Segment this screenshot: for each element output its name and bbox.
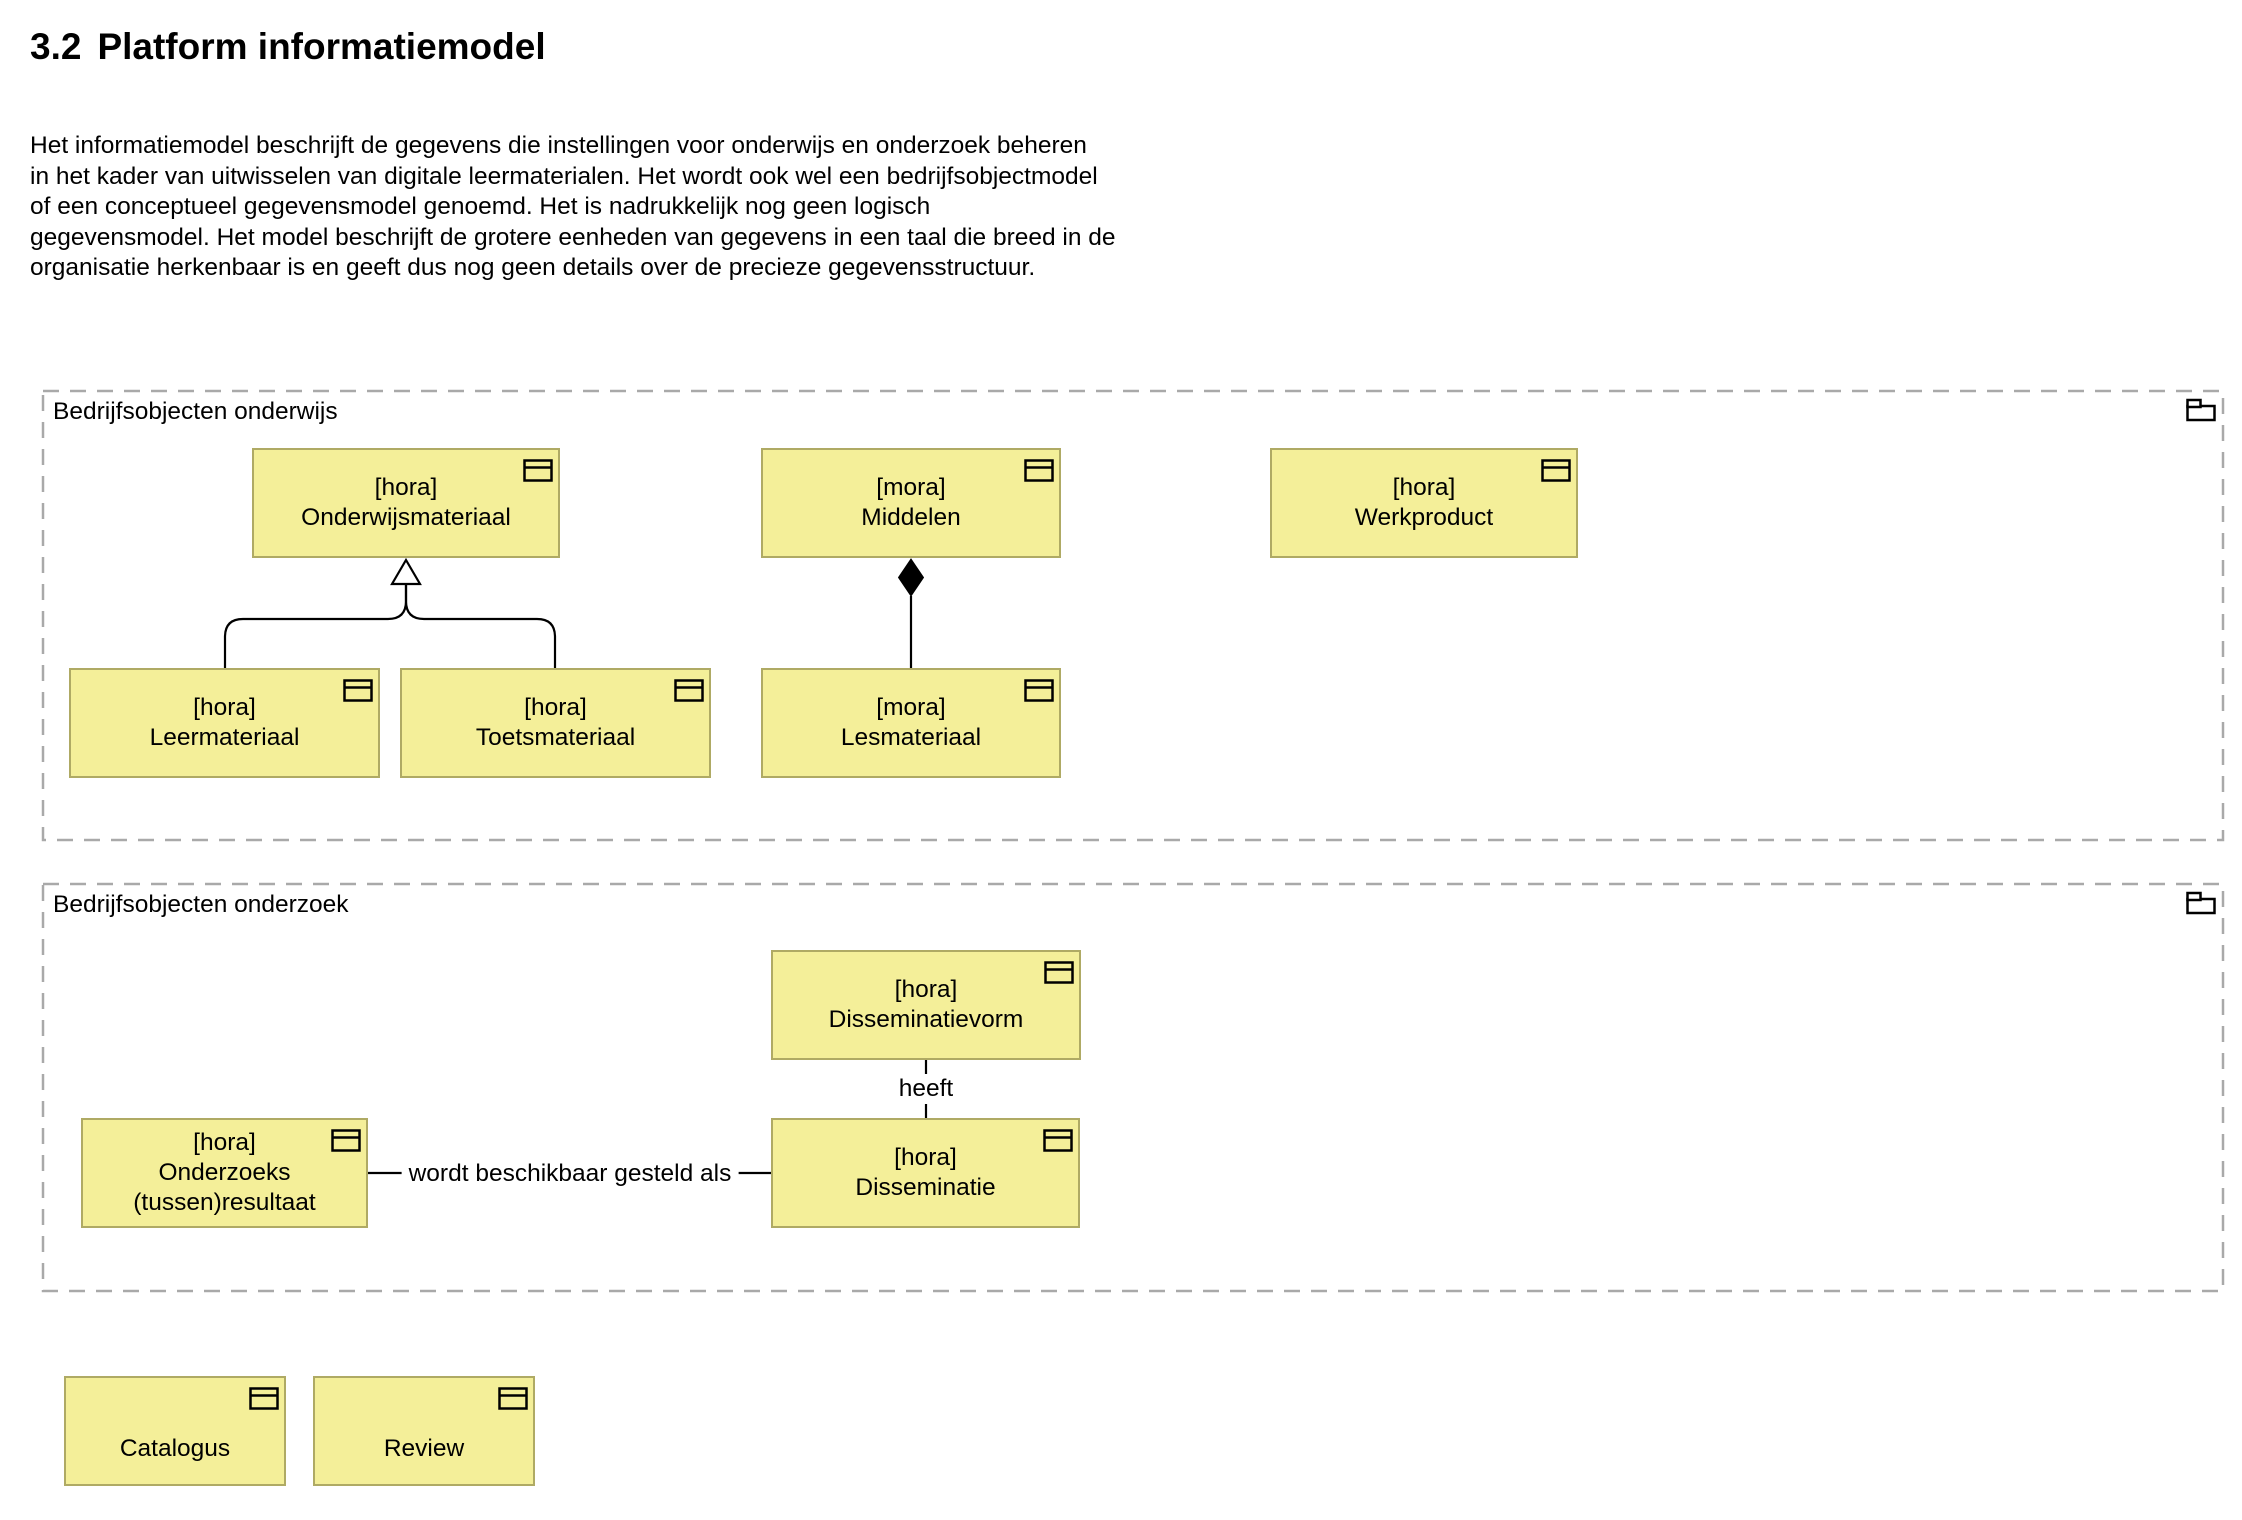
heading-text: Platform informatiemodel (97, 26, 546, 67)
paragraph-line: organisatie herkenbaar is en geeft dus n… (30, 254, 1036, 281)
business-object-icon (343, 679, 373, 702)
generalization-connector (223, 557, 557, 668)
box-name: Werkproduct (1354, 504, 1494, 531)
box-onderwijsmateriaal: [hora] Onderwijsmateriaal (252, 448, 560, 558)
group-border-onderwijs (41, 389, 2225, 842)
box-tag: [hora] (894, 1144, 957, 1171)
paragraph-line: Het informatiemodel beschrijft de gegeve… (30, 132, 1087, 159)
box-name: Onderwijsmateriaal (301, 504, 511, 531)
box-tag: [hora] (1392, 474, 1456, 501)
paragraph-line: gegevensmodel. Het model beschrijft de g… (30, 223, 1116, 251)
box-middelen: [mora] Middelen (761, 448, 1061, 558)
business-object-icon (523, 459, 553, 482)
box-lesmateriaal: [mora] Lesmateriaal (761, 668, 1061, 778)
box-name: Disseminatie (855, 1174, 996, 1201)
box-tag: [hora] (374, 474, 438, 501)
group-title-onderwijs: Bedrijfsobjecten onderwijs (53, 398, 338, 425)
box-tag: [hora] (894, 976, 958, 1003)
business-object-icon (674, 679, 704, 702)
box-label: [hora] Werkproduct (1272, 473, 1576, 533)
page-title: 3.2 Platform informatiemodel (30, 24, 546, 70)
box-name: Lesmateriaal (840, 724, 982, 751)
intro-paragraph: Het informatiemodel beschrijft de gegeve… (30, 131, 1116, 284)
generalization-triangle-icon (390, 557, 422, 586)
business-object-icon (498, 1387, 528, 1410)
composition-connector (897, 558, 925, 668)
box-name: Leermateriaal (149, 724, 300, 751)
box-catalogus: Catalogus (64, 1376, 286, 1486)
folder-icon (2186, 398, 2216, 422)
business-object-icon (1024, 459, 1054, 482)
composition-diamond-icon (897, 558, 925, 597)
box-tag: [mora] (876, 694, 946, 721)
box-name: Onderzoeks (tussen)resultaat (133, 1159, 316, 1216)
business-object-icon (1541, 459, 1571, 482)
box-name: Middelen (861, 504, 961, 531)
box-label: [hora] Toetsmateriaal (402, 693, 709, 753)
box-label: [mora] Lesmateriaal (763, 693, 1059, 753)
box-toetsmateriaal: [hora] Toetsmateriaal (400, 668, 711, 778)
folder-icon (2186, 891, 2216, 915)
box-label: Catalogus (66, 1398, 284, 1464)
business-object-icon (1043, 1129, 1073, 1152)
box-review: Review (313, 1376, 535, 1486)
box-label: [hora] Onderwijsmateriaal (254, 473, 558, 533)
box-label: [hora] Leermateriaal (71, 693, 378, 753)
heading-number: 3.2 (30, 26, 82, 67)
business-object-icon (249, 1387, 279, 1410)
box-label: Review (315, 1398, 533, 1464)
box-label: [hora] Onderzoeks (tussen)resultaat (83, 1128, 366, 1218)
box-werkproduct: [hora] Werkproduct (1270, 448, 1578, 558)
relation-label-heeft: heeft (891, 1074, 961, 1104)
box-name: Disseminatievorm (828, 1006, 1024, 1033)
box-disseminatievorm: [hora] Disseminatievorm (771, 950, 1081, 1060)
box-disseminatie: [hora] Disseminatie (771, 1118, 1080, 1228)
box-label: [mora] Middelen (763, 473, 1059, 533)
box-tag: [hora] (193, 694, 256, 721)
box-tag: [hora] (193, 1129, 256, 1156)
paragraph-line: of een conceptueel gegevensmodel genoemd… (30, 193, 931, 220)
group-border-onderzoek (41, 882, 2225, 1293)
business-object-icon (331, 1129, 361, 1152)
box-label: [hora] Disseminatie (773, 1143, 1078, 1203)
box-name: Review (383, 1435, 465, 1462)
business-object-icon (1024, 679, 1054, 702)
business-object-icon (1044, 961, 1074, 984)
box-tag: [hora] (524, 694, 587, 721)
group-title-onderzoek: Bedrijfsobjecten onderzoek (53, 891, 349, 918)
box-name: Toetsmateriaal (475, 724, 636, 751)
box-onderzoeksresultaat: [hora] Onderzoeks (tussen)resultaat (81, 1118, 368, 1228)
paragraph-line: in het kader van uitwisselen van digital… (30, 162, 1098, 190)
box-label: [hora] Disseminatievorm (773, 975, 1079, 1035)
box-leermateriaal: [hora] Leermateriaal (69, 668, 380, 778)
relation-label-wordt-beschikbaar-gesteld-als: wordt beschikbaar gesteld als (401, 1159, 739, 1189)
box-tag: [mora] (876, 474, 946, 501)
box-name: Catalogus (119, 1435, 231, 1462)
